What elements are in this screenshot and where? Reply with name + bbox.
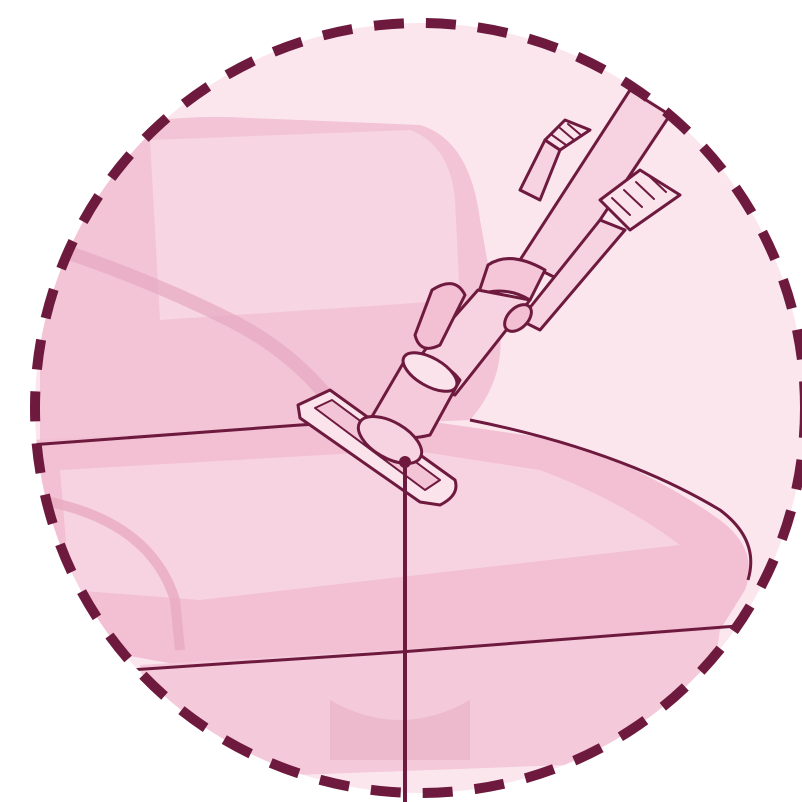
seat-back-highlight (150, 130, 460, 320)
